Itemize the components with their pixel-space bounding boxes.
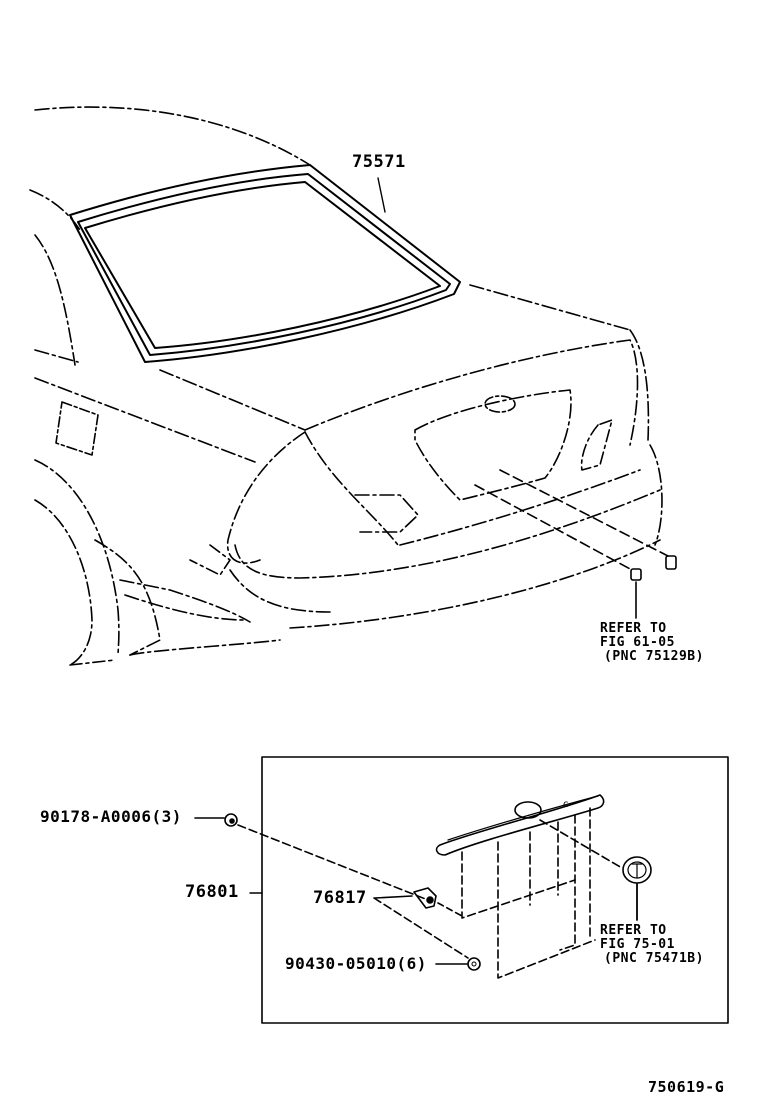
reference-line1: REFER TO	[600, 923, 667, 938]
part-label-90178: 90178-A0006(3)	[40, 807, 182, 826]
emblem-part	[539, 819, 652, 921]
leader-75571	[377, 177, 386, 213]
reference-note-fig-61-05: REFER TO FIG 61-05 (PNC 75129B)	[600, 622, 704, 664]
nut-part	[373, 897, 481, 971]
screw-part	[194, 813, 429, 901]
reference-line1: REFER TO	[600, 621, 667, 636]
detail-frame	[261, 756, 729, 1024]
part-label-75571: 75571	[352, 152, 406, 172]
bracket-part	[374, 887, 463, 917]
reference-line3: (PNC 75129B)	[604, 649, 704, 664]
drawing-code: 750619-G	[648, 1078, 725, 1096]
reference-line2: FIG 61-05	[600, 635, 675, 650]
svg-text:c: c	[563, 799, 569, 810]
car-body-outline	[29, 106, 663, 666]
part-label-76801: 76801	[185, 882, 239, 902]
reference-line2: FIG 75-01	[600, 937, 675, 952]
trunk-clip-parts	[474, 469, 677, 619]
rear-window-moulding	[69, 164, 461, 363]
garnish-assembly: c	[435, 794, 605, 979]
part-label-76817: 76817	[313, 888, 367, 908]
part-label-90430: 90430-05010(6)	[285, 954, 427, 973]
reference-note-fig-75-01: REFER TO FIG 75-01 (PNC 75471B)	[600, 924, 704, 966]
reference-line3: (PNC 75471B)	[604, 951, 704, 966]
